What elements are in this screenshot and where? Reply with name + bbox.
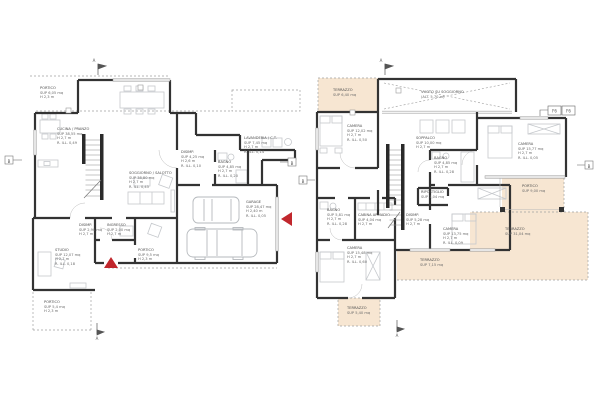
walls-first-floor — [315, 77, 568, 300]
door-swing-arcs — [69, 149, 478, 299]
section-marker-label: A — [396, 333, 399, 338]
window-tag-boxes: F6 F6 — [539, 105, 576, 116]
stairs-icon — [82, 134, 104, 200]
window-tag-label: F6 — [566, 109, 571, 114]
car-icon — [186, 227, 258, 260]
edge-marker-label: B — [8, 159, 11, 164]
furniture-outlines — [37, 85, 561, 289]
section-marker-label: A — [380, 58, 383, 63]
terrace-fill-areas — [318, 78, 588, 326]
garage-entry-arrow-icon — [281, 212, 292, 226]
car-icon — [192, 196, 240, 224]
edge-marker-label: B — [302, 179, 305, 184]
entrance-arrow-icon — [104, 257, 118, 268]
reference-squares — [65, 84, 402, 116]
window-symbols — [33, 78, 566, 273]
void-x-icon — [382, 82, 512, 114]
edge-marker-label: B — [588, 164, 591, 169]
section-markers: A A A A — [93, 58, 406, 341]
stairs-icon — [386, 144, 405, 230]
window-tag-label: F6 — [552, 109, 557, 114]
section-marker-label: A — [93, 58, 96, 63]
edge-markers: B B B B — [4, 155, 594, 185]
section-marker-label: A — [96, 336, 99, 341]
portico-columns — [499, 177, 564, 212]
walls-ground-floor — [31, 78, 297, 292]
edge-marker-label: B — [291, 161, 294, 166]
